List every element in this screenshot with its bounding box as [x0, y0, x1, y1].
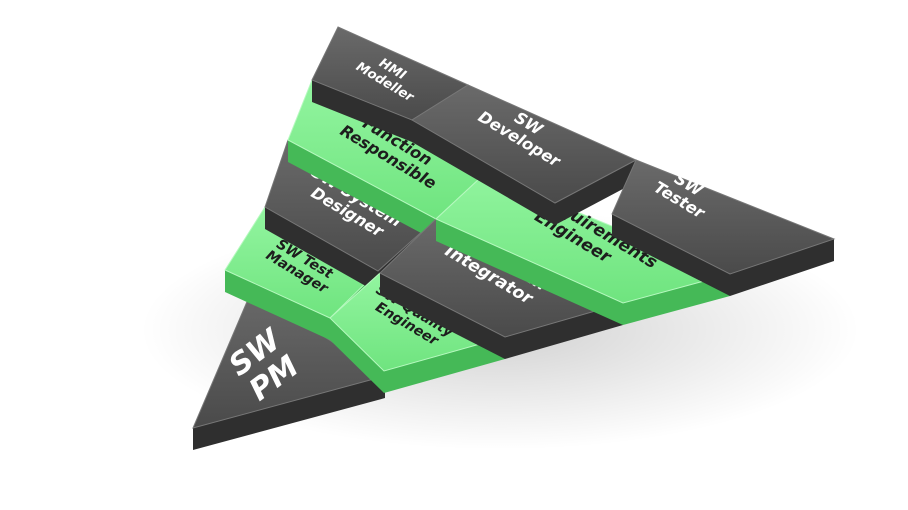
tile-side — [225, 270, 330, 340]
tile-side — [412, 120, 555, 225]
tile-sw-tester: SWTester — [611, 159, 836, 296]
tile-side — [265, 207, 378, 293]
tile-side — [623, 274, 730, 325]
tile-side — [380, 273, 505, 359]
tile-side — [384, 337, 505, 393]
tile-top — [611, 159, 836, 275]
tile-sw-developer: SWDeveloper — [411, 84, 638, 225]
tile-function-responsible: FunctionResponsible — [287, 79, 494, 241]
tile-side — [505, 303, 623, 359]
tile-side — [555, 160, 636, 225]
tile-side — [193, 376, 385, 450]
tile-side — [288, 140, 436, 241]
tile-sw-pm: SWPM — [192, 289, 387, 450]
tile-side — [612, 214, 730, 296]
tile-side — [730, 239, 834, 296]
tile-side — [330, 318, 384, 393]
tile-top — [411, 84, 638, 204]
tile-side — [436, 219, 623, 325]
tile-side — [312, 80, 412, 142]
